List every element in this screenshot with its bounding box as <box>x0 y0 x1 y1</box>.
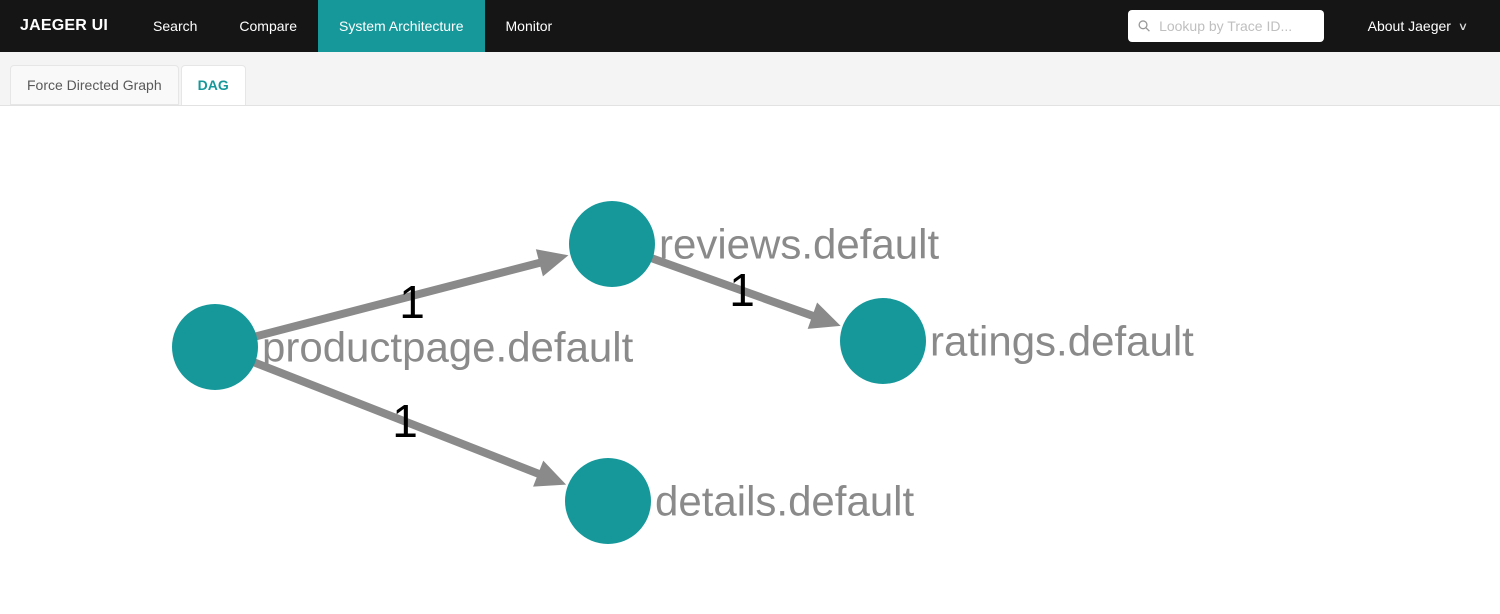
about-jaeger-label: About Jaeger <box>1367 18 1451 34</box>
nav-item-compare[interactable]: Compare <box>239 18 297 34</box>
dag-edge-label: 1 <box>729 264 755 316</box>
dag-edge-arrowhead <box>807 302 841 329</box>
dag-node-reviews-default <box>569 201 655 287</box>
top-nav: JAEGER UI Search Compare System Architectu… <box>0 0 1500 52</box>
trace-lookup-input[interactable] <box>1157 17 1314 35</box>
dag-node-label-reviews-default: reviews.default <box>659 221 939 268</box>
tab-dag[interactable]: DAG <box>180 65 246 105</box>
tab-force-directed-graph[interactable]: Force Directed Graph <box>10 65 179 105</box>
about-jaeger-menu[interactable]: About Jaeger ∨ <box>1367 18 1469 34</box>
dag-edge-arrowhead <box>535 249 569 277</box>
dag-node-ratings-default <box>840 298 926 384</box>
dag-node-details-default <box>565 458 651 544</box>
chevron-down-icon: ∨ <box>1457 20 1469 33</box>
dag-edge-arrowhead <box>533 460 567 487</box>
dag-node-productpage-default <box>172 304 258 390</box>
dag-edge-productpage-default-to-details-default <box>213 343 544 479</box>
nav-item-search[interactable]: Search <box>153 18 198 34</box>
dag-node-label-ratings-default: ratings.default <box>930 318 1194 365</box>
dag-edge-productpage-default-to-reviews-default <box>213 257 545 351</box>
nav-item-monitor[interactable]: Monitor <box>505 18 553 34</box>
nav-item-system-architecture[interactable]: System Architecture <box>318 0 485 52</box>
dag-edge-label: 1 <box>392 395 418 447</box>
trace-lookup-box <box>1127 10 1324 42</box>
nav-right: About Jaeger ∨ <box>1127 0 1500 52</box>
dag-node-label-productpage-default: productpage.default <box>262 324 634 371</box>
dag-node-label-details-default: details.default <box>655 478 915 525</box>
dag-edge-label: 1 <box>399 276 425 328</box>
search-icon <box>1138 20 1150 32</box>
main-menu: Search Compare System Architecture Monitor <box>132 0 573 52</box>
app-logo[interactable]: JAEGER UI <box>20 17 109 34</box>
